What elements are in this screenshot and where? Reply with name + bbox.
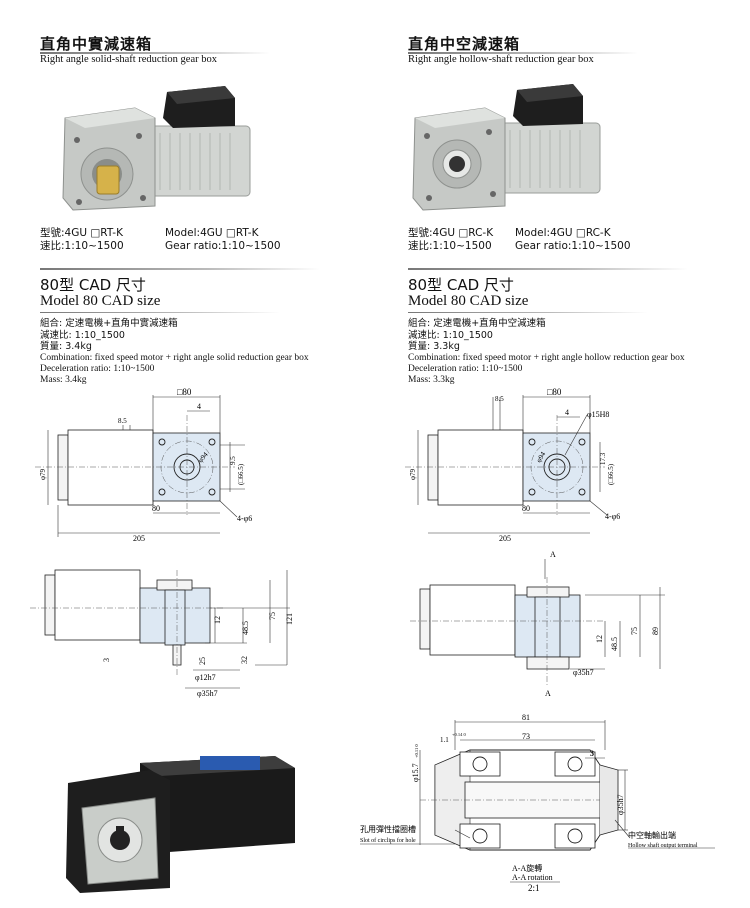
left-dim-75: 75 bbox=[268, 612, 277, 620]
left-ratio-en: Deceleration ratio: 1:10~1500 bbox=[40, 364, 155, 374]
right-dim-holes: 4-φ6 bbox=[605, 512, 620, 521]
right-side-view-drawing: A A 12 48.5 75 89 φ35h7 bbox=[410, 550, 665, 697]
right-dim-phi15h8: φ15H8 bbox=[587, 410, 609, 419]
left-mass-en: Mass: 3.4kg bbox=[40, 375, 87, 385]
left-cad-rule-2 bbox=[40, 312, 280, 313]
right-dim-12: 12 bbox=[595, 635, 604, 643]
right-dim-phi35h7-section: φ35h7 bbox=[616, 794, 625, 815]
right-dim-73: 73 bbox=[522, 732, 530, 741]
right-dim-1-1: 1.1 bbox=[440, 736, 449, 744]
left-ratio-zh: 減速比: 1:10_1500 bbox=[40, 330, 125, 341]
left-cad-title-zh: 80型 CAD 尺寸 bbox=[40, 276, 146, 294]
right-rotation-label-en: A-A rotation bbox=[512, 873, 553, 882]
left-cad-rule bbox=[40, 268, 320, 270]
left-title-en: Right angle solid-shaft reduction gear b… bbox=[40, 54, 217, 65]
right-dim-phi79: φ79 bbox=[409, 468, 417, 480]
left-dim-121: 121 bbox=[285, 613, 294, 625]
right-dim-66-5: (□66.5) bbox=[607, 463, 615, 485]
right-dim-48-5: 48.5 bbox=[610, 637, 619, 651]
left-dim-9-5: 9.5 bbox=[229, 456, 237, 465]
right-title-zh: 直角中空減速箱 bbox=[408, 35, 521, 53]
right-dim-75: 75 bbox=[630, 627, 639, 635]
left-spec-ratio-en: Gear ratio:1:10~1500 bbox=[165, 240, 281, 252]
left-dim-12: 12 bbox=[213, 616, 222, 624]
right-cad-title-en: Model 80 CAD size bbox=[408, 293, 529, 309]
left-dim-32: 32 bbox=[240, 656, 249, 664]
right-dim-phi35h7: φ35h7 bbox=[573, 668, 594, 677]
right-dim-4: 4 bbox=[565, 408, 569, 417]
left-dim-66-5: (□66.5) bbox=[237, 463, 245, 485]
left-dim-phi79: φ79 bbox=[39, 468, 47, 480]
right-output-label-en: Hollow shaft output terminal bbox=[628, 842, 698, 849]
left-bottom-product-photo bbox=[66, 756, 295, 893]
left-spec-ratio-zh: 速比:1:10~1500 bbox=[40, 240, 124, 252]
left-title-zh: 直角中實減速箱 bbox=[40, 35, 153, 53]
left-mass-zh: 質量: 3.4kg bbox=[40, 341, 92, 352]
right-front-view-drawing: □80 4 8.5 φ15H8 φ94 17.3 (□66.5) φ79 80 … bbox=[405, 387, 620, 543]
left-dim-3: 3 bbox=[102, 658, 111, 662]
right-product-photo bbox=[412, 84, 601, 211]
right-section-aa-drawing: 81 73 1.1 +0.14 0 φ15.7 +0.11 0 φ35h7 3 … bbox=[360, 713, 715, 893]
left-dim-phi35h7: φ35h7 bbox=[197, 689, 218, 698]
right-title-rule bbox=[408, 52, 638, 54]
right-ratio-zh: 減速比: 1:10_1500 bbox=[408, 330, 493, 341]
left-front-view-drawing: □80 4 8.5 φ79 φ94 9.5 (□66.5) 80 205 4-φ… bbox=[35, 387, 252, 543]
right-scale-label: 2:1 bbox=[528, 883, 540, 893]
left-dim-4: 4 bbox=[197, 402, 201, 411]
right-dim-sq80: □80 bbox=[547, 387, 562, 397]
right-spec-ratio-zh: 速比:1:10~1500 bbox=[408, 240, 492, 252]
right-circlip-label-zh: 孔用彈性擋圈槽 bbox=[360, 824, 416, 834]
left-spec-model-zh: 型號:4GU □RT-K bbox=[40, 227, 123, 239]
right-circlip-label-en: Slot of circlips for hole bbox=[360, 837, 416, 844]
left-dim-48-5: 48.5 bbox=[241, 621, 250, 635]
left-dim-205: 205 bbox=[133, 534, 145, 543]
left-cad-title-en: Model 80 CAD size bbox=[40, 293, 161, 309]
right-dim-80: 80 bbox=[522, 504, 530, 513]
right-spec-ratio-en: Gear ratio:1:10~1500 bbox=[515, 240, 631, 252]
left-product-photo bbox=[62, 86, 251, 211]
right-dim-81: 81 bbox=[522, 713, 530, 722]
right-dim-8-5: 8.5 bbox=[495, 395, 504, 403]
right-title-en: Right angle hollow-shaft reduction gear … bbox=[408, 54, 594, 65]
left-combo-zh: 組合: 定速電機+直角中實減速箱 bbox=[40, 318, 178, 329]
right-mass-en: Mass: 3.3kg bbox=[408, 375, 455, 385]
right-tol-15-7: +0.11 0 bbox=[414, 744, 419, 758]
right-output-label-zh: 中空軸輸出端 bbox=[628, 830, 676, 840]
left-combo-en: Combination: fixed speed motor + right a… bbox=[40, 353, 309, 363]
right-dim-phi15-7: φ15.7 bbox=[411, 763, 420, 782]
left-dim-sq80: □80 bbox=[177, 387, 192, 397]
right-dim-89: 89 bbox=[651, 627, 660, 635]
right-spec-model-en: Model:4GU □RC-K bbox=[515, 227, 611, 239]
right-spec-model-zh: 型號:4GU □RC-K bbox=[408, 227, 494, 239]
left-dim-phi12h7: φ12h7 bbox=[195, 673, 216, 682]
left-dim-8-5: 8.5 bbox=[118, 417, 127, 425]
right-a-mark-top: A bbox=[550, 550, 556, 559]
right-dim-3: 3 bbox=[590, 749, 594, 758]
right-tol-1-1: +0.14 0 bbox=[452, 732, 467, 737]
right-cad-rule bbox=[408, 268, 688, 270]
right-ratio-en: Deceleration ratio: 1:10~1500 bbox=[408, 364, 523, 374]
right-dim-205: 205 bbox=[499, 534, 511, 543]
left-dim-80: 80 bbox=[152, 504, 160, 513]
right-a-mark-bottom: A bbox=[545, 689, 551, 697]
left-title-rule bbox=[40, 52, 270, 54]
right-combo-zh: 組合: 定速電機+直角中空減速箱 bbox=[408, 318, 546, 329]
right-mass-zh: 質量: 3.3kg bbox=[408, 341, 460, 352]
right-cad-title-zh: 80型 CAD 尺寸 bbox=[408, 276, 514, 294]
right-dim-17-3: 17.3 bbox=[599, 452, 607, 465]
left-spec-model-en: Model:4GU □RT-K bbox=[165, 227, 259, 239]
left-side-view-drawing: 12 48.5 75 121 3 25 32 φ12h7 φ35h7 bbox=[30, 569, 294, 698]
left-dim-25: 25 bbox=[198, 657, 207, 665]
right-combo-en: Combination: fixed speed motor + right a… bbox=[408, 353, 685, 363]
right-cad-rule-2 bbox=[408, 312, 648, 313]
right-rotation-label-zh: A-A旋轉 bbox=[512, 863, 542, 873]
left-dim-holes: 4-φ6 bbox=[237, 514, 252, 523]
